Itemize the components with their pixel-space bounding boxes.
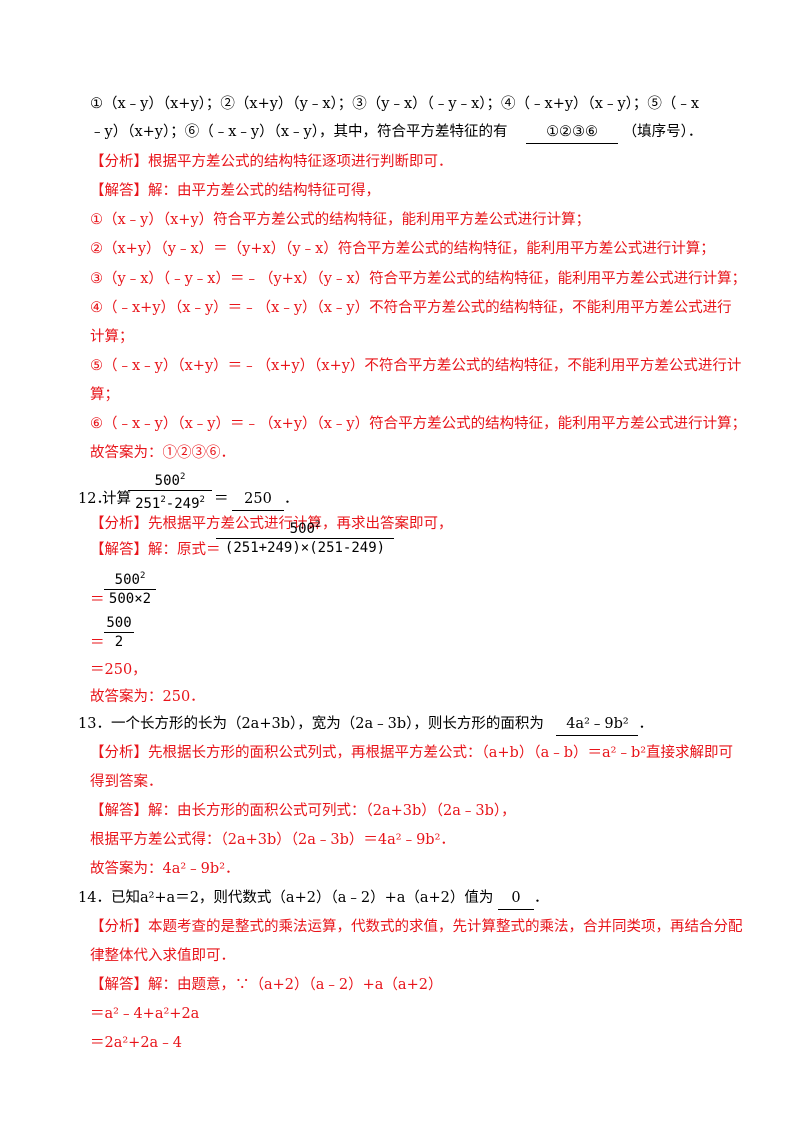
q14-stem-line: 14．已知a²+a＝2，则代数式（a+2）（a﹣2）+a（a+2）值为 0． <box>78 887 549 910</box>
q13-period: ． <box>638 716 653 732</box>
q11-step-2: ②（x+y）（y﹣x）＝（y+x）（y﹣x）符合平方差公式的结构特征，能利用平方… <box>90 241 715 257</box>
q11-line2-text: ﹣y）（x+y）；⑥（﹣x﹣y）（x﹣y），其中，符合平方差特征的有 <box>90 124 508 140</box>
q13-step: 根据平方差公式得：（2a+3b）（2a﹣3b）＝4a²﹣9b²． <box>90 832 455 848</box>
q14-solution: 【解答】解：由题意，∵（a+2）（a﹣2）+a（a+2） <box>90 977 443 993</box>
q12-step1-num-exp: 2 <box>139 571 146 581</box>
q11-step-5a: ⑤（﹣x﹣y）（x+y）＝﹣（x+y）（x+y）不符合平方差公式的结构特征，不能… <box>90 358 742 374</box>
q11-step-6: ⑥（﹣x﹣y）（x﹣y）＝﹣（x+y）（x﹣y）符合平方差公式的结构特征，能利用… <box>90 416 747 432</box>
q11-final-answer: 故答案为：①②③⑥． <box>90 445 235 461</box>
q11-line2: ﹣y）（x+y）；⑥（﹣x﹣y）（x﹣y），其中，符合平方差特征的有 ①②③⑥ … <box>90 121 702 144</box>
q11-step-4a: ④（﹣x+y）（x﹣y）＝﹣（x﹣y）（x﹣y）不符合平方差公式的结构特征，不能… <box>90 300 732 316</box>
q12-analysis: 【分析】先根据平方差公式进行计算，再求出答案即可， <box>90 516 453 532</box>
q12-step1-fraction: 5002 500×2 <box>104 567 156 608</box>
q14-step-1: ＝a²﹣4+a²+2a <box>90 1006 200 1022</box>
q11-line2-post: （填序号）． <box>622 124 703 140</box>
q12-step2-eq: ＝ <box>90 635 105 651</box>
q13-analysis-a: 【分析】先根据长方形的面积公式列式，再根据平方差公式：（a+b）（a﹣b）＝a²… <box>90 745 734 761</box>
q12-fraction: 5002 2512-2492 <box>128 468 212 513</box>
q13-final-answer: 故答案为：4a²﹣9b²． <box>90 861 240 877</box>
q13-stem-line: 13．一个长方形的长为（2a+3b），宽为（2a﹣3b），则长方形的面积为 4a… <box>78 713 653 736</box>
q12-sol-num: 500 <box>289 521 315 537</box>
q12-frac-den-b: -249 <box>165 496 200 512</box>
q11-solution-intro: 【解答】解：由平方差公式的结构特征可得， <box>90 183 380 199</box>
q12-solution: 【解答】解：原式＝ <box>90 542 221 558</box>
q12-step1-den: 500×2 <box>108 591 152 607</box>
q11-step-4b: 计算； <box>90 329 134 345</box>
q11-analysis: 【分析】根据平方差公式的结构特征逐项进行判断即可． <box>90 154 453 170</box>
q14-answer-blank: 0 <box>498 887 534 910</box>
q12-frac-den-a: 251 <box>135 496 161 512</box>
q12-step1-num: 500 <box>114 572 140 588</box>
q13-stem: 13．一个长方形的长为（2a+3b），宽为（2a﹣3b），则长方形的面积为 <box>78 716 544 732</box>
q12-sol-den: (251+249)×(251-249) <box>224 540 386 556</box>
q14-analysis-b: 律整体代入求值即可． <box>90 948 235 964</box>
q12-period: ． <box>284 491 299 507</box>
q12-calc-label: 计算 <box>102 491 131 507</box>
q11-step-3: ③（y﹣x）（﹣y﹣x）＝﹣（y+x）（y﹣x）符合平方差公式的结构特征，能利用… <box>90 271 747 287</box>
q13-solution: 【解答】解：由长方形的面积公式可列式：（2a+3b）（2a﹣3b）， <box>90 803 516 819</box>
q11-line1: ①（x﹣y）（x+y）；②（x+y）（y﹣x）；③（y﹣x）（﹣y﹣x）；④（﹣… <box>90 96 700 112</box>
q12-step3: ＝250， <box>90 662 147 678</box>
q14-stem: 14．已知a²+a＝2，则代数式（a+2）（a﹣2）+a（a+2）值为 <box>78 890 494 906</box>
q11-step-1: ①（x﹣y）（x+y）符合平方差公式的结构特征，能利用平方差公式进行计算； <box>90 212 591 228</box>
q13-answer-blank: 4a²﹣9b² <box>556 713 639 736</box>
q12-eq: ＝ <box>214 491 229 507</box>
q12-sol-num-exp: 2 <box>314 520 321 530</box>
q12-frac-den-exp-b: 2 <box>199 495 205 505</box>
q12-frac-den-exp-a: 2 <box>160 495 166 505</box>
q12-frac-num-exp: 2 <box>179 472 186 482</box>
q12-step1-eq: ＝ <box>90 592 105 608</box>
q12-step2-num: 500 <box>106 615 132 631</box>
q12-step2-fraction: 500 2 <box>104 614 134 651</box>
q14-analysis-a: 【分析】本题考查的是整式的乘法运算，代数式的求值，先计算整式的乘法，合并同类项，… <box>90 919 743 935</box>
q14-step-2: ＝2a²+2a﹣4 <box>90 1035 182 1051</box>
q12-solution-fraction: 5002 (251+249)×(251-249) <box>216 516 394 557</box>
q12-answer-line: 250． <box>232 488 299 511</box>
q11-step-5b: 算； <box>90 387 119 403</box>
q13-analysis-b: 得到答案． <box>90 774 163 790</box>
q12-final-answer: 故答案为：250． <box>90 689 205 705</box>
q11-answer-blank: ①②③⑥ <box>526 121 619 144</box>
q14-period: ． <box>534 890 549 906</box>
q12-step2-den: 2 <box>114 634 124 650</box>
q12-frac-num: 500 <box>154 473 180 489</box>
q12-number: 12． <box>78 491 111 507</box>
q12-answer-blank: 250 <box>232 488 284 511</box>
